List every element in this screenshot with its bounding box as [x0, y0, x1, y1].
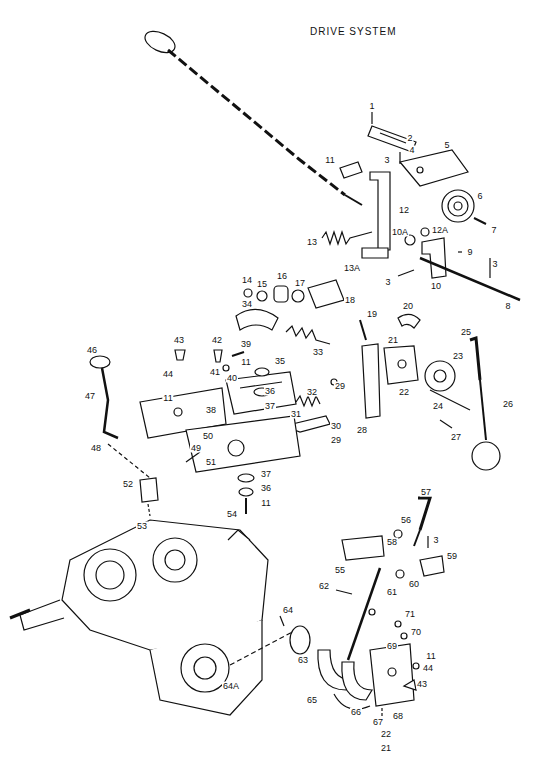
callout-number: 43 [173, 336, 185, 345]
callout-number: 16 [276, 272, 288, 281]
callout-number: 36 [260, 484, 272, 493]
callout-number: 71 [404, 610, 416, 619]
callout-number: 41 [209, 368, 221, 377]
callout-number: 62 [318, 582, 330, 591]
callout-number: 28 [356, 426, 368, 435]
callout-number: 8 [504, 302, 511, 311]
callout-number: 39 [240, 340, 252, 349]
callout-number: 4 [408, 146, 415, 155]
callout-number: 26 [502, 400, 514, 409]
callout-number: 11 [425, 652, 436, 661]
callout-number: 9 [466, 248, 473, 257]
callout-number: 18 [344, 296, 356, 305]
callout-number: 21 [387, 336, 399, 345]
callout-number: 14 [241, 276, 253, 285]
callout-number: 5 [443, 141, 450, 150]
callout-number: 43 [416, 680, 428, 689]
callout-number: 2 [406, 134, 413, 143]
callout-number: 61 [386, 588, 398, 597]
callout-number: 22 [398, 388, 410, 397]
callout-number: 64A [222, 682, 240, 691]
callout-number: 13A [343, 264, 361, 273]
callout-number: 63 [297, 656, 309, 665]
callout-number: 22 [380, 730, 392, 739]
callout-number: 23 [452, 352, 464, 361]
callout-number: 56 [400, 516, 412, 525]
callout-number: 3 [491, 260, 498, 269]
callout-number: 47 [84, 392, 96, 401]
callout-number: 11 [260, 499, 271, 508]
callout-number: 68 [392, 712, 404, 721]
callout-number: 29 [330, 436, 342, 445]
callout-number: 48 [90, 444, 102, 453]
callout-number: 31 [290, 410, 302, 419]
callout-number: 38 [205, 406, 217, 415]
callout-number: 20 [402, 302, 414, 311]
callout-number: 37 [260, 470, 272, 479]
callout-number: 29 [334, 382, 346, 391]
callout-number: 58 [386, 538, 398, 547]
callout-number: 30 [330, 422, 342, 431]
callout-number: 59 [446, 552, 458, 561]
callout-number: 66 [350, 708, 362, 717]
callout-number: 12A [431, 226, 449, 235]
callout-number: 36 [264, 387, 276, 396]
callout-number: 3 [383, 156, 390, 165]
callout-number: 46 [86, 346, 98, 355]
callout-number: 51 [205, 458, 217, 467]
callout-number: 57 [420, 488, 432, 497]
callout-number: 3 [384, 278, 391, 287]
callout-number: 33 [312, 348, 324, 357]
callout-number: 67 [372, 718, 384, 727]
callout-number: 13 [306, 238, 318, 247]
callout-number: 69 [386, 642, 398, 651]
callout-number: 34 [241, 300, 253, 309]
callout-number: 1 [368, 102, 375, 111]
callout-number: 44 [422, 664, 434, 673]
diagram-title: DRIVE SYSTEM [310, 26, 396, 37]
callout-number: 53 [136, 522, 148, 531]
callout-number: 11 [162, 394, 173, 403]
callout-number: 19 [366, 310, 378, 319]
callout-number: 24 [432, 402, 444, 411]
transaxle [20, 520, 268, 715]
callout-number: 70 [410, 628, 422, 637]
callout-number: 55 [334, 566, 346, 575]
callout-number: 21 [380, 744, 392, 753]
callout-number: 3 [432, 536, 439, 545]
callout-number: 65 [306, 696, 318, 705]
callout-number: 37 [264, 402, 276, 411]
callout-number: 32 [306, 388, 318, 397]
callout-number: 60 [408, 580, 420, 589]
callout-number: 10 [430, 282, 442, 291]
callout-number: 10A [391, 228, 409, 237]
callout-number: 25 [460, 328, 472, 337]
callout-number: 35 [274, 357, 286, 366]
callout-number: 15 [256, 280, 268, 289]
callout-number: 7 [490, 226, 497, 235]
callout-number: 44 [162, 370, 174, 379]
callout-number: 6 [476, 192, 483, 201]
callout-number: 50 [202, 432, 214, 441]
callout-number: 52 [122, 480, 134, 489]
callout-number: 11 [240, 358, 251, 367]
callout-number: 49 [190, 444, 202, 453]
callout-number: 17 [294, 279, 306, 288]
callout-number: 42 [211, 336, 223, 345]
callout-number: 64 [282, 606, 294, 615]
callout-number: 27 [450, 433, 462, 442]
callout-number: 11 [324, 156, 335, 165]
callout-number: 54 [226, 510, 238, 519]
callout-number: 40 [226, 374, 238, 383]
callout-number: 12 [398, 206, 410, 215]
